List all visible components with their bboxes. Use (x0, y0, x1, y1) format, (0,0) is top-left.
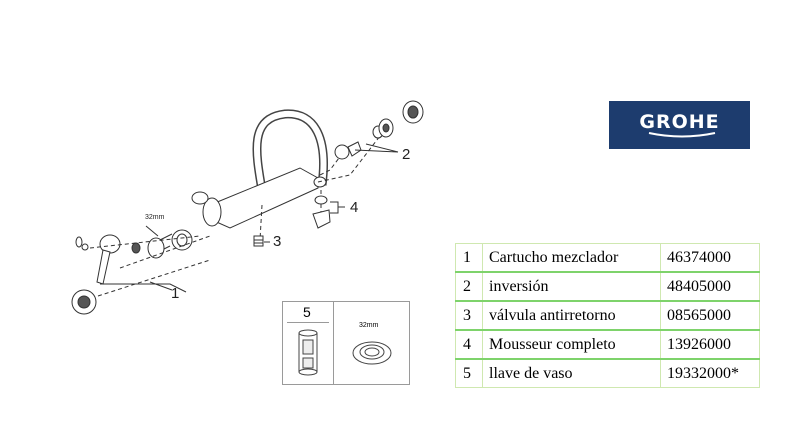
inset-number: 5 (303, 304, 311, 320)
parts-table: 1 Cartucho mezclador 46374000 2 inversió… (455, 243, 760, 388)
part-code: 48405000 (660, 271, 760, 302)
part-number: 1 (455, 243, 483, 273)
check-valve (253, 235, 264, 247)
part-description: Cartucho mezclador (482, 243, 661, 273)
body-end-cap (202, 197, 222, 227)
part-5-inset: 5 32mm (282, 301, 410, 385)
part-description: llave de vaso (482, 358, 661, 388)
part-description: válvula antirretorno (482, 300, 661, 331)
callout-2: 2 (402, 146, 411, 163)
table-row: 5 llave de vaso 19332000* (455, 358, 760, 388)
mm-label: 32mm (145, 214, 165, 221)
part-number: 3 (455, 300, 483, 331)
grohe-logo: GROHE (609, 101, 750, 149)
part-code: 08565000 (660, 300, 760, 331)
logo-text: GROHE (639, 111, 720, 133)
lever-handle (96, 249, 111, 285)
cartridge-ring (147, 237, 165, 259)
inset-divider (333, 302, 334, 384)
callout-3: 3 (273, 233, 282, 250)
part-code: 19332000* (660, 358, 760, 388)
socket-wrench-drawing (298, 329, 392, 376)
part-number: 5 (455, 358, 483, 388)
part-code: 46374000 (660, 243, 760, 273)
part-code: 13926000 (660, 329, 760, 360)
cartridge-nut (171, 229, 193, 251)
part-number: 2 (455, 271, 483, 302)
table-row: 2 inversión 48405000 (455, 271, 760, 302)
table-row: 3 válvula antirretorno 08565000 (455, 300, 760, 331)
table-row: 1 Cartucho mezclador 46374000 (455, 243, 760, 273)
table-row: 4 Mousseur completo 13926000 (455, 329, 760, 360)
part-number: 4 (455, 329, 483, 360)
inset-mm-label: 32mm (359, 322, 379, 329)
logo-swoosh (648, 132, 716, 138)
part-description: inversión (482, 271, 661, 302)
diverter-nut (334, 144, 350, 160)
mousseur-top (314, 195, 328, 205)
callout-4: 4 (350, 199, 359, 216)
inset-underline (287, 322, 329, 323)
mousseur-body (312, 209, 331, 229)
callout-1: 1 (171, 285, 180, 302)
part-description: Mousseur completo (482, 329, 661, 360)
